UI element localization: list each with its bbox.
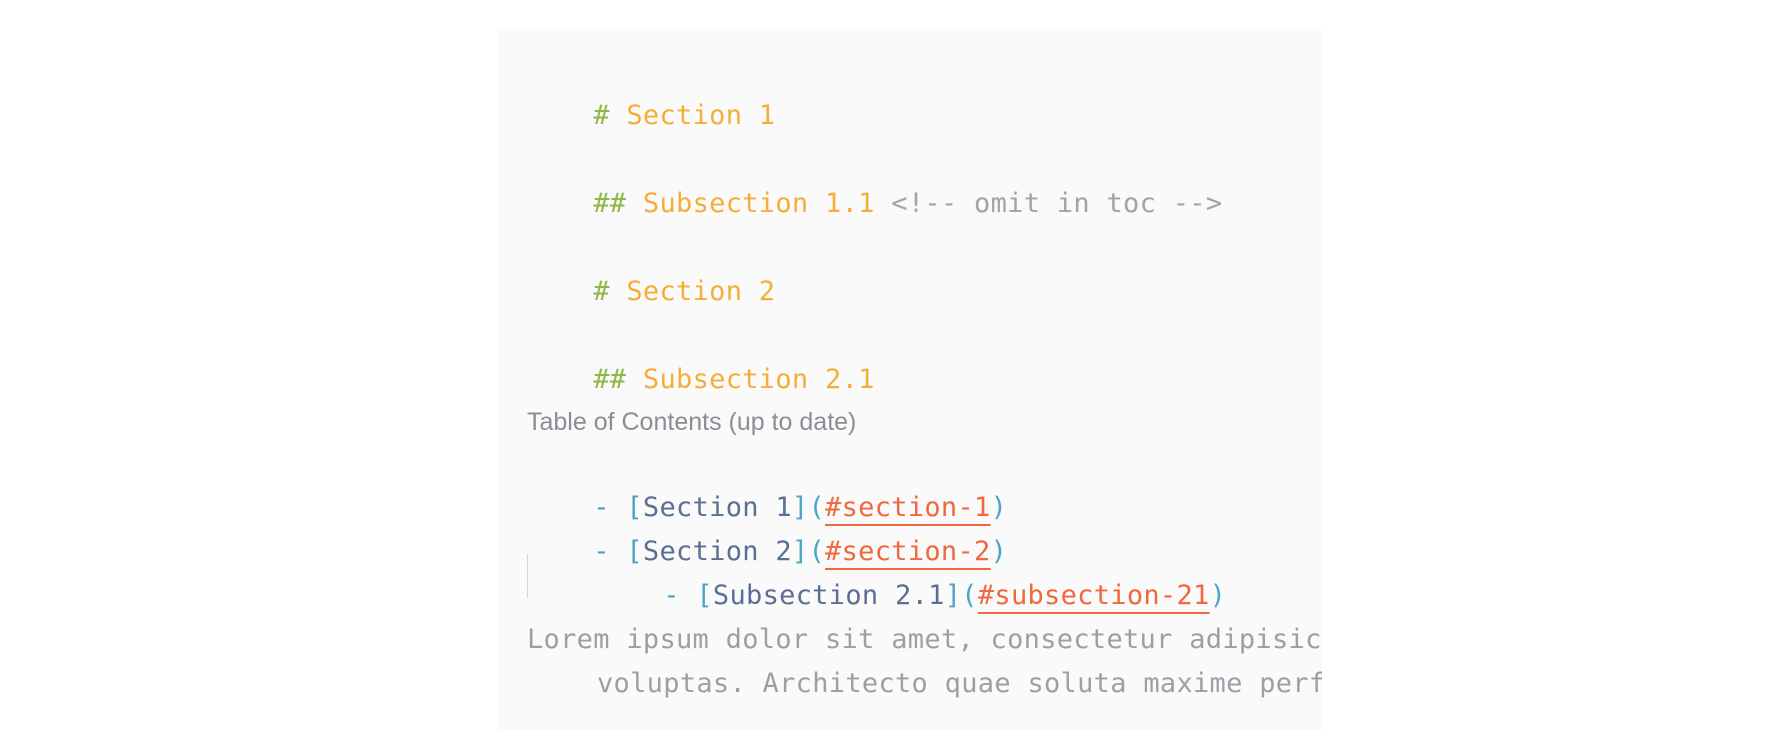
- heading-line-section-2[interactable]: # Section 2: [527, 226, 775, 307]
- heading-line-subsection-1-1[interactable]: ## Subsection 1.1 <!-- omit in toc -->: [527, 138, 1222, 219]
- toc-item-section-2[interactable]: - [Section 2](#section-2): [527, 486, 1007, 567]
- link-text: Section 2: [642, 536, 792, 567]
- toc-item-subsection-2-1[interactable]: - [Subsection 2.1](#subsection-21): [597, 530, 1226, 611]
- heading-marker: #: [593, 100, 610, 131]
- link-text: Section 1: [642, 492, 792, 523]
- heading-text: Section 1: [626, 100, 776, 131]
- toc-codelens-label[interactable]: Table of Contents (up to date): [527, 408, 857, 436]
- heading-line-section-1[interactable]: # Section 1: [527, 50, 775, 131]
- link-paren: (: [808, 492, 826, 523]
- link-text: Subsection 2.1: [712, 580, 945, 611]
- link-url[interactable]: #section-2: [825, 536, 991, 567]
- heading-marker: #: [593, 276, 610, 307]
- link-paren: (: [961, 580, 978, 611]
- link-bracket: ]: [791, 492, 809, 523]
- link-bracket: [: [696, 580, 713, 611]
- indent-guide: [527, 554, 528, 598]
- heading-text: Subsection 2.1: [642, 364, 875, 395]
- list-marker: -: [593, 536, 610, 567]
- link-paren: (: [808, 536, 826, 567]
- paragraph-line-1[interactable]: Lorem ipsum dolor sit amet, consectetur …: [527, 624, 1322, 655]
- link-url[interactable]: #section-1: [825, 492, 991, 523]
- list-marker: -: [663, 580, 680, 611]
- link-bracket: [: [626, 492, 643, 523]
- heading-text: Subsection 1.1: [642, 188, 875, 219]
- link-bracket: ]: [791, 536, 809, 567]
- toc-item-section-1[interactable]: - [Section 1](#section-1): [527, 442, 1007, 523]
- link-url[interactable]: #subsection-21: [977, 580, 1210, 611]
- link-paren: ): [1209, 580, 1227, 611]
- paragraph-line-2[interactable]: voluptas. Architecto quae soluta maxime …: [597, 668, 1322, 699]
- heading-marker: ##: [593, 364, 627, 395]
- heading-text: Section 2: [626, 276, 776, 307]
- link-bracket: ]: [944, 580, 962, 611]
- heading-marker: ##: [593, 188, 627, 219]
- list-marker: -: [593, 492, 610, 523]
- link-bracket: [: [626, 536, 643, 567]
- markdown-editor[interactable]: # Section 1 ## Subsection 1.1 <!-- omit …: [497, 28, 1322, 730]
- link-paren: ): [990, 492, 1008, 523]
- link-paren: ): [990, 536, 1008, 567]
- heading-line-subsection-2-1[interactable]: ## Subsection 2.1: [527, 314, 875, 395]
- html-comment: <!-- omit in toc -->: [891, 188, 1223, 219]
